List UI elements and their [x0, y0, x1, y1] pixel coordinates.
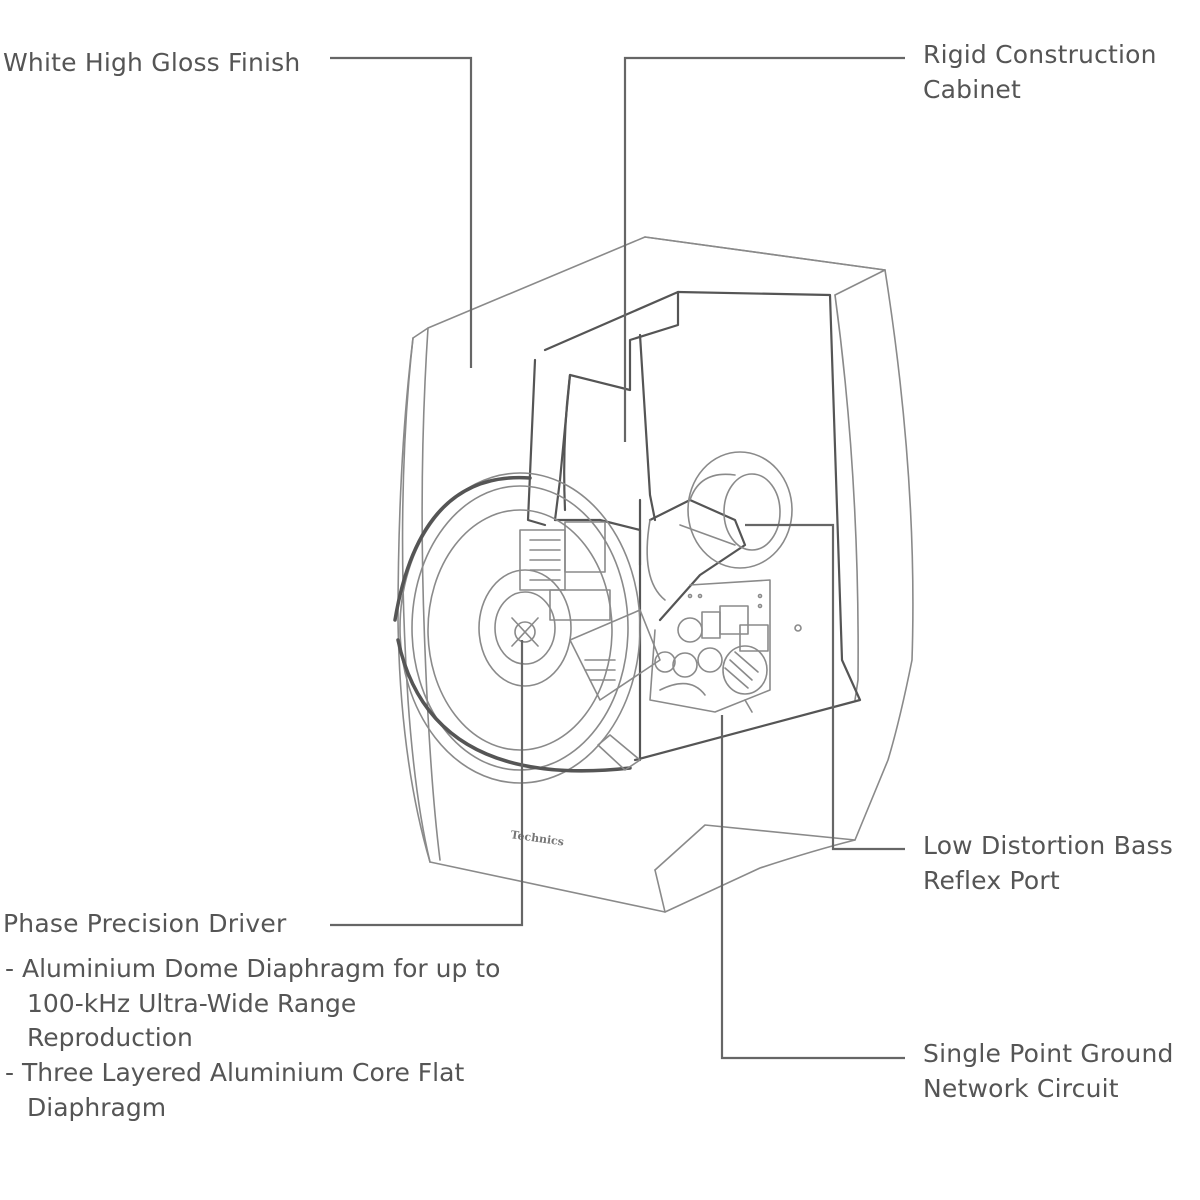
- bass-reflex-port: [646, 451, 793, 601]
- driver-bullet-2-line-2: Diaphragm: [27, 1093, 167, 1122]
- label-low-distortion-bass: Low Distortion Bass: [923, 831, 1173, 860]
- leader-port: [745, 523, 905, 851]
- driver-rings: [393, 472, 641, 784]
- leader-finish: [330, 56, 473, 368]
- driver-bullet-2-line-1: - Three Layered Aluminium Core Flat: [5, 1058, 465, 1087]
- network-circuit-board: [649, 579, 802, 713]
- driver-bullet-1-line-1: - Aluminium Dome Diaphragm for up to: [5, 954, 501, 983]
- label-single-point-ground: Single Point Ground: [923, 1039, 1174, 1068]
- brand-logo-mark: Technics: [510, 828, 565, 848]
- label-reflex-port: Reflex Port: [923, 866, 1060, 895]
- leader-cabinet: [623, 56, 905, 442]
- driver-internals: [519, 521, 661, 771]
- label-phase-precision-driver: Phase Precision Driver: [3, 909, 287, 938]
- driver-bullet-1-line-3: Reproduction: [27, 1023, 193, 1052]
- label-cabinet: Cabinet: [923, 75, 1022, 104]
- speaker-cabinet-outline: [397, 236, 914, 913]
- label-network-circuit: Network Circuit: [923, 1074, 1119, 1103]
- leader-driver: [330, 640, 524, 927]
- label-rigid-construction: Rigid Construction: [923, 40, 1157, 69]
- driver-bullet-1-line-2: 100-kHz Ultra-Wide Range: [27, 989, 357, 1018]
- leader-ground: [720, 715, 905, 1060]
- label-white-high-gloss-finish: White High Gloss Finish: [3, 48, 301, 77]
